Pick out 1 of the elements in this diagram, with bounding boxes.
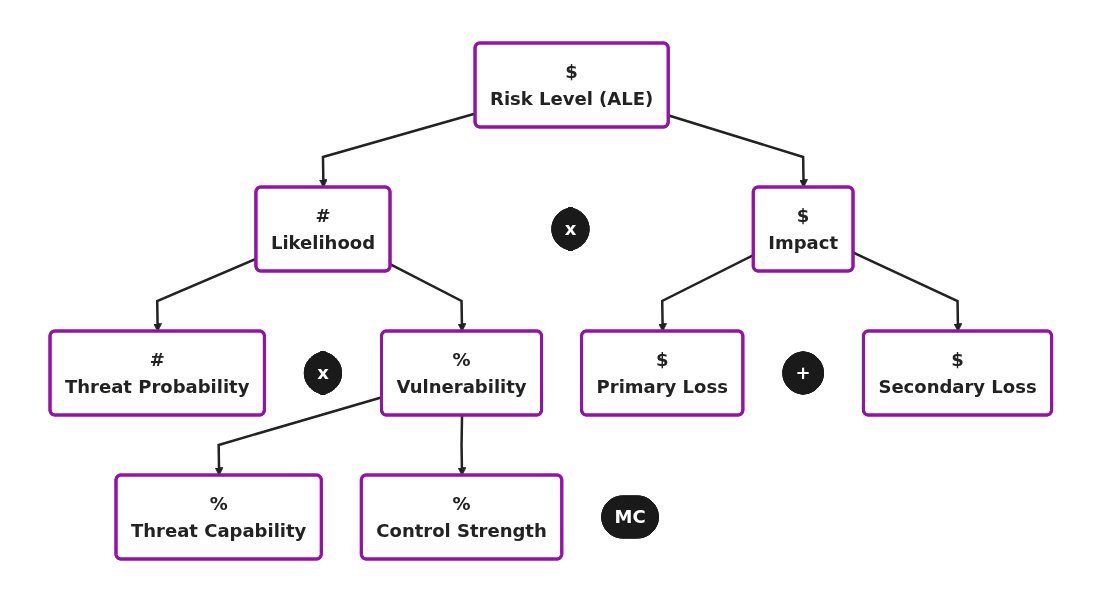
arrow	[668, 114, 809, 188]
